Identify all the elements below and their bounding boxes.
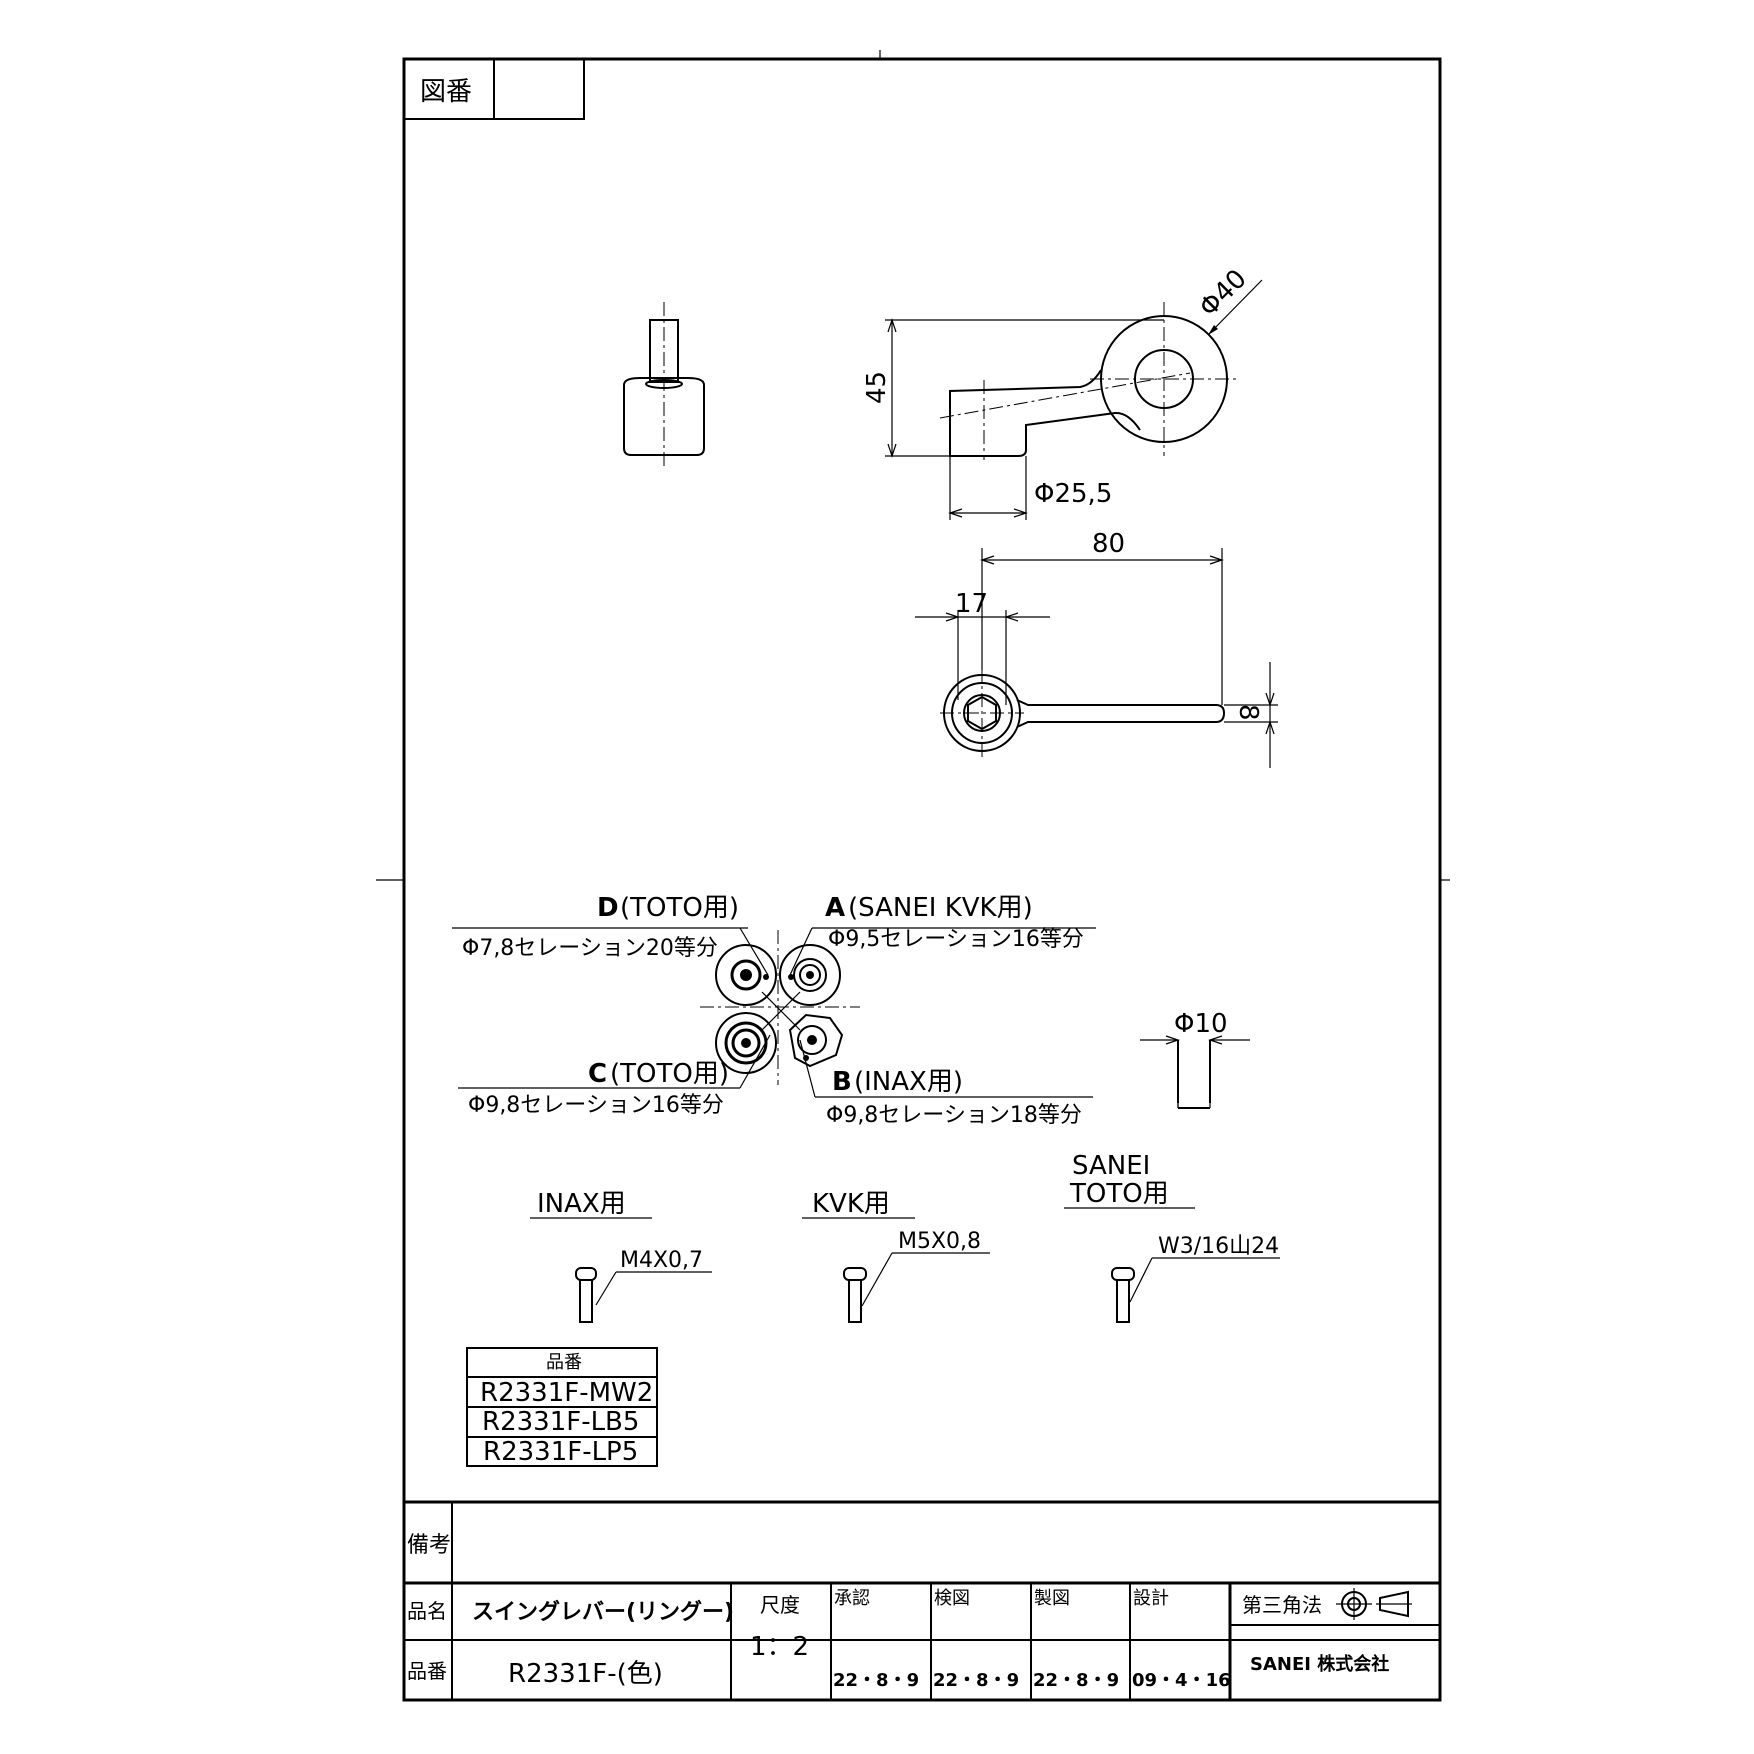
part-row-1: R2331F-MW2 bbox=[480, 1378, 653, 1408]
adapter-b-spec: Φ9,8セレーション18等分 bbox=[826, 1103, 1082, 1128]
adapter-b-letter: B bbox=[832, 1067, 852, 1097]
screw-kvk-spec: M5X0,8 bbox=[898, 1229, 981, 1254]
screw-kvk: KVK用 M5X0,8 bbox=[802, 1189, 990, 1323]
dim-width: 8 bbox=[1233, 704, 1263, 721]
name-label: 品名 bbox=[407, 1599, 447, 1623]
adapter-d-spec: Φ7,8セレーション20等分 bbox=[462, 936, 718, 961]
approve-label: 承認 bbox=[834, 1588, 870, 1609]
pin-view: Φ10 bbox=[1140, 1009, 1250, 1109]
drawing-number-box: 図番 bbox=[403, 58, 585, 120]
adapter-d-letter: D bbox=[597, 893, 619, 923]
screw-sanei-toto-title-1: SANEI bbox=[1072, 1151, 1150, 1181]
check-label: 検図 bbox=[934, 1588, 970, 1609]
adapter-c-letter: C bbox=[588, 1059, 607, 1089]
number-value: R2331F-(色) bbox=[508, 1659, 663, 1689]
screw-inax-title: INAX用 bbox=[537, 1189, 626, 1219]
adapter-a-spec: Φ9,5セレーション16等分 bbox=[828, 927, 1084, 952]
adapter-b-label: (INAX用) bbox=[854, 1067, 963, 1097]
part-number-table: 品番 R2331F-MW2 R2331F-LB5 R2331F-LP5 bbox=[466, 1347, 658, 1467]
draw-label: 製図 bbox=[1034, 1588, 1070, 1609]
company-name: SANEI 株式会社 bbox=[1250, 1653, 1389, 1675]
screw-kvk-title: KVK用 bbox=[812, 1189, 890, 1219]
part-row-2: R2331F-LB5 bbox=[482, 1407, 639, 1437]
dim-pin-diameter: Φ10 bbox=[1174, 1009, 1228, 1039]
screw-sanei-toto: SANEI TOTO用 W3/16山24 bbox=[1064, 1151, 1280, 1323]
lever-top-view: 80 17 8 bbox=[915, 529, 1278, 768]
screw-inax: INAX用 M4X0,7 bbox=[530, 1189, 712, 1323]
scale-label: 尺度 bbox=[760, 1593, 800, 1617]
dim-length: 80 bbox=[1092, 529, 1125, 559]
scale-value: 1：2 bbox=[750, 1632, 809, 1662]
remarks-label: 備考 bbox=[407, 1533, 451, 1558]
adapter-c-label: (TOTO用) bbox=[610, 1059, 729, 1089]
drawing-number-label: 図番 bbox=[420, 77, 472, 107]
dim-height: 45 bbox=[862, 371, 892, 404]
screw-sanei-toto-spec: W3/16山24 bbox=[1158, 1234, 1279, 1259]
adapter-cluster: D (TOTO用) Φ7,8セレーション20等分 A (SANEI KVK用) … bbox=[452, 893, 1096, 1128]
design-label: 設計 bbox=[1133, 1588, 1169, 1609]
design-date: 09・4・16 bbox=[1132, 1670, 1231, 1691]
dim-ring-diameter: Φ40 bbox=[1194, 264, 1253, 323]
dim-bore: Φ25,5 bbox=[1034, 479, 1112, 509]
title-block: 備考 品名 スイングレバー(リングー) 品番 R2331F-(色) 尺度 1：2… bbox=[404, 1500, 1440, 1700]
cap-part-view bbox=[623, 302, 705, 470]
adapter-d-label: (TOTO用) bbox=[620, 893, 739, 923]
screw-inax-spec-text: M4X0,7 bbox=[620, 1248, 703, 1273]
adapter-c-spec: Φ9,8セレーション16等分 bbox=[468, 1093, 724, 1118]
number-label: 品番 bbox=[407, 1659, 447, 1683]
part-row-3: R2331F-LP5 bbox=[483, 1437, 638, 1467]
dim-hub: 17 bbox=[955, 589, 988, 619]
third-angle-projection-icon bbox=[1336, 1588, 1412, 1620]
adapter-a-letter: A bbox=[825, 893, 845, 923]
adapter-a-label: (SANEI KVK用) bbox=[848, 893, 1033, 923]
approve-date: 22・8・9 bbox=[833, 1670, 919, 1691]
check-date: 22・8・9 bbox=[933, 1670, 1019, 1691]
draw-date: 22・8・9 bbox=[1033, 1670, 1119, 1691]
screw-sanei-toto-title-2: TOTO用 bbox=[1069, 1179, 1169, 1209]
lever-side-view: 45 Φ40 Φ25,5 bbox=[862, 264, 1263, 520]
part-table-header: 品番 bbox=[546, 1352, 582, 1373]
projection-label: 第三角法 bbox=[1242, 1593, 1322, 1617]
name-value: スイングレバー(リングー) bbox=[472, 1599, 734, 1625]
